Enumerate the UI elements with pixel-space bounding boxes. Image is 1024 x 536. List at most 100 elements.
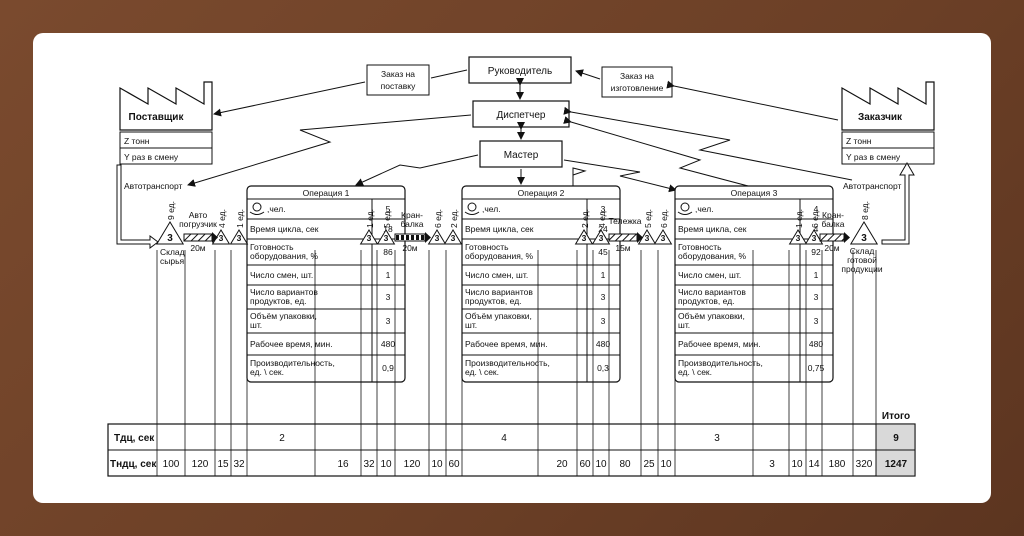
transport-label: погрузчик xyxy=(179,219,217,229)
raw-material-warehouse: 39 ед. xyxy=(155,201,185,245)
customer-order-arrow xyxy=(666,80,839,121)
inventory-number: 3 xyxy=(384,233,389,243)
inventory-triangle xyxy=(443,229,463,245)
inventory-number: 3 xyxy=(367,233,372,243)
row-label: Время цикла, сек xyxy=(465,224,534,234)
order-production-line2: изготовление xyxy=(611,83,664,93)
tndc-value: 20 xyxy=(556,459,568,470)
row-value: 0,3 xyxy=(597,363,609,373)
inventory-qty: 6 ед. xyxy=(433,209,443,228)
tndc-value: 32 xyxy=(233,459,245,470)
tndc-value: 100 xyxy=(163,459,180,470)
operator-icon xyxy=(464,202,480,215)
transport-label: балка xyxy=(401,219,424,229)
row-value: 5 xyxy=(386,204,391,214)
customer-name: Заказчик xyxy=(858,112,903,123)
tndc-value: 60 xyxy=(448,459,460,470)
tndc-value: 14 xyxy=(808,459,820,470)
inventory-number: 3 xyxy=(435,233,440,243)
row-label: Готовность xyxy=(250,242,294,252)
raw-label: сырья xyxy=(160,256,185,266)
inventory-triangle xyxy=(788,229,808,245)
row-value: 4 xyxy=(814,204,819,214)
inventory-triangle xyxy=(229,229,249,245)
transport-distance: 20м xyxy=(190,243,205,253)
row-label: Время цикла, сек xyxy=(678,224,747,234)
row-value: 3 xyxy=(814,292,819,302)
row-label: Число смен, шт. xyxy=(250,270,313,280)
supplier-transport: Автотранспорт xyxy=(124,181,182,191)
push-arrow-segment xyxy=(416,235,419,240)
row-label: Производительность, xyxy=(250,358,335,368)
row-label: Рабочее время, мин. xyxy=(678,339,761,349)
tndc-value: 180 xyxy=(829,459,846,470)
transport-crane-1: Кран-балка 20м xyxy=(394,210,431,253)
customer-freq: Y раз в смену xyxy=(846,152,901,162)
order-to-manager-arrow xyxy=(575,69,601,80)
push-arrow-segment xyxy=(421,235,424,240)
row-label: Время цикла, сек xyxy=(250,224,319,234)
supplier-qty: Z тонн xyxy=(124,136,150,146)
tndc-value: 80 xyxy=(619,459,631,470)
row-label: Объём упаковки, xyxy=(465,311,532,321)
arrow-head xyxy=(637,232,643,243)
inventory-9: 35 ед. xyxy=(637,209,657,245)
inventory-10: 36 ед. xyxy=(653,209,673,245)
row-value: 3 xyxy=(386,316,391,326)
row-label: оборудования, % xyxy=(465,251,534,261)
row-value: 24 xyxy=(598,224,608,234)
tdc-label: Тдц, сек xyxy=(114,433,155,444)
tndc-label: Тндц, сек xyxy=(110,459,157,470)
row-value: 18 xyxy=(383,224,393,234)
master-box: Мастер xyxy=(479,140,563,168)
inventory-number: 3 xyxy=(451,233,456,243)
row-label: Число вариантов xyxy=(678,287,746,297)
push-arrow-segment xyxy=(411,235,414,240)
order-to-supplier-arrow xyxy=(213,81,366,117)
order-supply-box: Заказ на поставку xyxy=(366,64,430,96)
tndc-value: 32 xyxy=(363,459,375,470)
tndc-value: 10 xyxy=(791,459,803,470)
inventory-triangle xyxy=(574,229,594,245)
order-production-line1: Заказ на xyxy=(620,71,654,81)
transport-label: балка xyxy=(822,219,845,229)
inventory-number: 3 xyxy=(861,233,867,244)
tndc-value: 25 xyxy=(643,459,655,470)
row-label: шт. xyxy=(678,320,690,330)
total-header: Итого xyxy=(882,411,910,422)
tndc-value: 10 xyxy=(595,459,607,470)
inventory-qty: 4 ед. xyxy=(217,209,227,228)
inventory-qty: 1 ед. xyxy=(235,209,245,228)
dispatcher-customer-signal xyxy=(563,106,853,181)
operator-icon xyxy=(249,202,265,215)
row-label: Готовность xyxy=(678,242,722,252)
row-label: Число смен, шт. xyxy=(465,270,528,280)
row-label: Число смен, шт. xyxy=(678,270,741,280)
row-value: 0,9 xyxy=(382,363,394,373)
tndc-value: 10 xyxy=(660,459,672,470)
push-arrow xyxy=(819,233,845,242)
inventory-triangle xyxy=(804,229,824,245)
order-production-box: Заказ на изготовление xyxy=(601,66,673,98)
tndc-value: 15 xyxy=(217,459,229,470)
transport-label: Кран- xyxy=(401,210,423,220)
supplier-name: Поставщик xyxy=(129,112,185,123)
row-value: 0,75 xyxy=(808,363,825,373)
inventory-qty: 2 ед. xyxy=(449,209,459,228)
inventory-qty: 1 ед. xyxy=(365,209,375,228)
row-value: 480 xyxy=(596,339,610,349)
customer-shipment-arrow xyxy=(881,162,915,245)
row-label: ,чел. xyxy=(695,204,714,214)
inventory-4: 35 ед. xyxy=(376,209,396,245)
row-value: 86 xyxy=(383,247,393,257)
transport-distance: 20м xyxy=(402,243,417,253)
inventory-qty: 6 ед. xyxy=(659,209,669,228)
row-value: 92 xyxy=(811,247,821,257)
row-value: 3 xyxy=(601,292,606,302)
dispatcher-supplier-signal xyxy=(187,114,472,187)
row-value: 45 xyxy=(598,247,608,257)
dispatcher-box: Диспетчер xyxy=(472,100,570,128)
